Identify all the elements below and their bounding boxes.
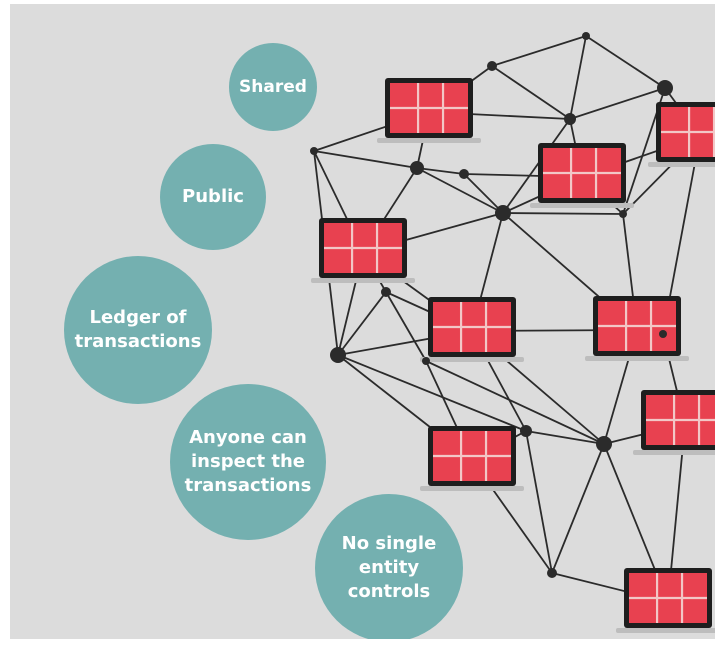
- bubble-control: No single entity controls: [315, 494, 463, 639]
- network-edge: [491, 35, 587, 67]
- network-edge: [416, 167, 504, 214]
- network-edge: [337, 354, 527, 432]
- laptop-icon: [311, 218, 415, 283]
- node-dot: [330, 347, 346, 363]
- laptop-icon: [420, 426, 524, 491]
- laptop-icon: [633, 390, 715, 455]
- laptop-icon: [616, 568, 715, 633]
- node-dot: [582, 32, 590, 40]
- network-edge: [425, 360, 605, 445]
- network-edge: [525, 430, 605, 445]
- laptop-icon: [585, 296, 689, 361]
- network-edge: [569, 87, 666, 120]
- network-edge: [337, 291, 387, 356]
- node-dot: [487, 61, 497, 71]
- network-edge: [569, 35, 587, 120]
- node-dot: [520, 425, 532, 437]
- node-dot: [310, 147, 318, 155]
- network-edge: [502, 212, 624, 215]
- network-nodes: [310, 32, 673, 578]
- laptop-icon: [530, 143, 634, 208]
- network-edge: [585, 35, 666, 89]
- node-dot: [410, 161, 424, 175]
- laptop-icon: [420, 297, 524, 362]
- network-edge: [551, 443, 605, 574]
- node-dot: [659, 330, 667, 338]
- network-edge: [416, 167, 465, 175]
- network-graph: [310, 32, 715, 633]
- network-edge: [463, 173, 504, 214]
- network-edge: [491, 65, 571, 120]
- node-dot: [495, 205, 511, 221]
- bubble-ledger: Ledger of transactions: [64, 256, 212, 404]
- network-edge: [385, 291, 427, 362]
- network-edge: [525, 430, 553, 574]
- node-dot: [381, 287, 391, 297]
- node-dot: [547, 568, 557, 578]
- node-dot: [459, 169, 469, 179]
- bubble-inspect: Anyone can inspect the transactions: [170, 384, 326, 540]
- laptop-icon: [377, 78, 481, 143]
- bubble-shared: Shared: [229, 43, 317, 131]
- network-laptops: [311, 78, 715, 633]
- network-edge: [502, 118, 571, 214]
- laptop-icon: [648, 102, 715, 167]
- node-dot: [596, 436, 612, 452]
- node-dot: [564, 113, 576, 125]
- network-edge: [313, 150, 418, 169]
- node-dot: [657, 80, 673, 96]
- node-dot: [619, 210, 627, 218]
- diagram-panel: Shared Public Ledger of transactions Any…: [10, 4, 715, 639]
- bubble-public: Public: [160, 144, 266, 250]
- node-dot: [422, 357, 430, 365]
